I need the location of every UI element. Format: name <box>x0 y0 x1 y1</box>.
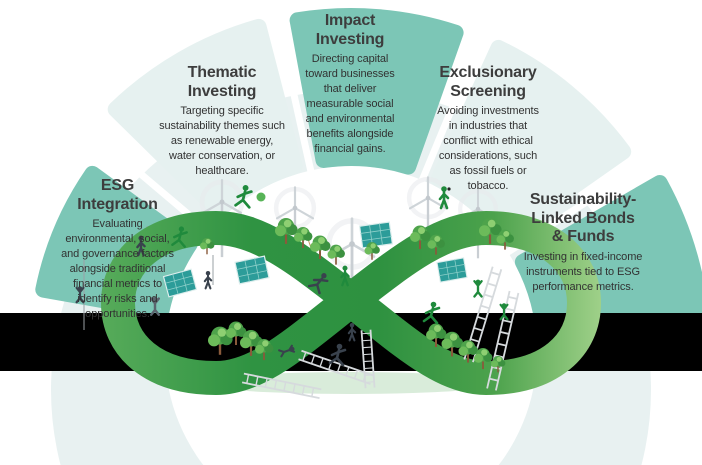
wedge-thematic-investing <box>107 18 303 219</box>
person-icon <box>75 183 509 367</box>
wedge-esg-integration <box>35 165 198 319</box>
wedge-impact-investing <box>289 8 464 175</box>
infinity-ribbon <box>100 210 602 396</box>
center-illustration <box>75 177 602 400</box>
wedge-exclusionary-screening <box>430 39 632 243</box>
